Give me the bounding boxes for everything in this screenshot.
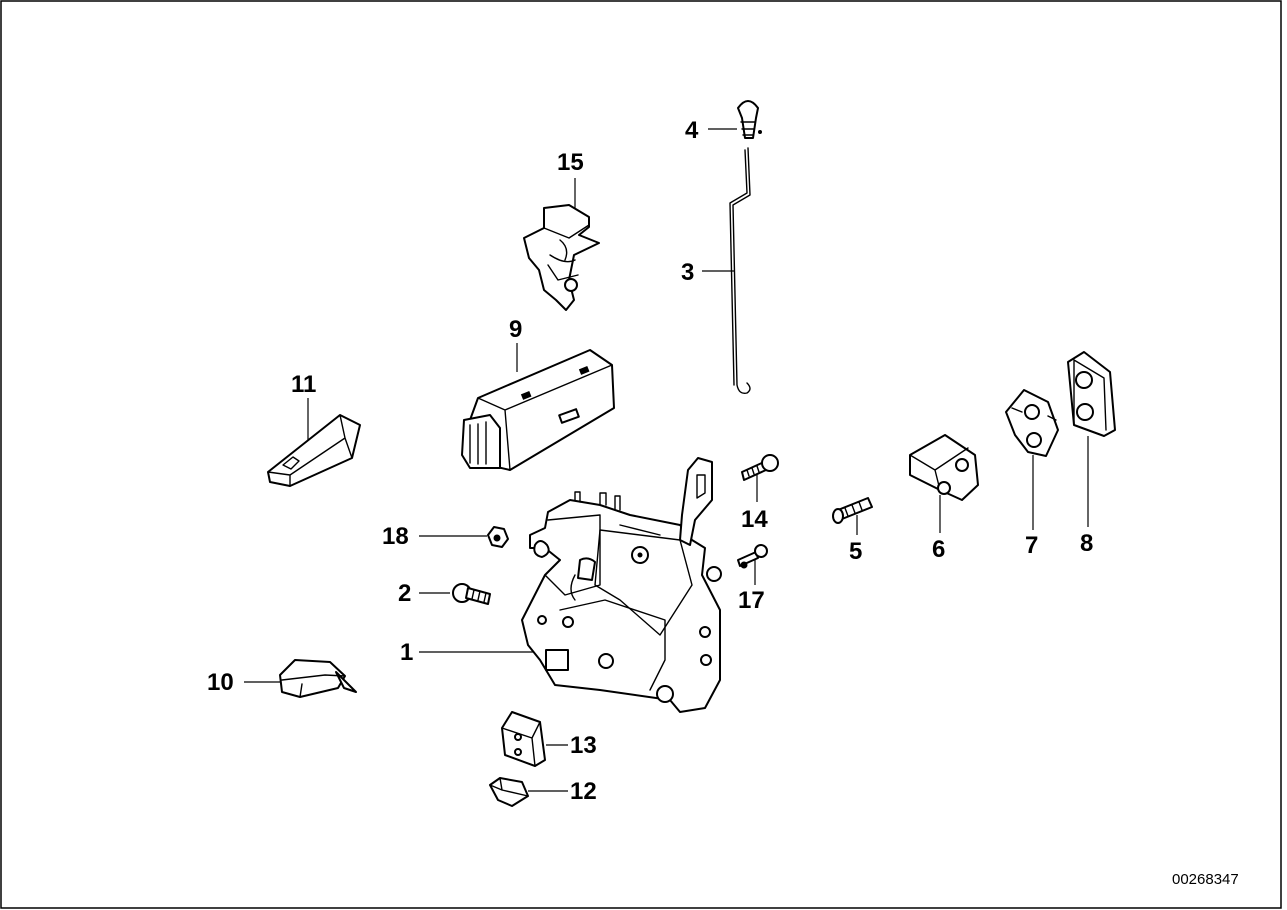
part-3-operating-rod bbox=[729, 147, 751, 395]
leader-lines bbox=[244, 128, 1089, 792]
part-12-small-clip bbox=[489, 777, 529, 807]
callout-3: 3 bbox=[681, 259, 694, 286]
callout-9: 9 bbox=[509, 316, 522, 343]
callout-2: 2 bbox=[398, 580, 411, 607]
callout-6: 6 bbox=[932, 536, 945, 563]
part-17-screw bbox=[737, 544, 768, 569]
part-18-nut bbox=[487, 526, 509, 548]
callout-4: 4 bbox=[685, 117, 699, 144]
callout-15: 15 bbox=[557, 149, 584, 176]
part-10-clip bbox=[279, 659, 357, 698]
part-1-door-lock bbox=[521, 457, 722, 713]
document-number: 00268347 bbox=[1172, 871, 1239, 888]
part-14-screw bbox=[741, 454, 779, 481]
callout-13: 13 bbox=[570, 732, 597, 759]
callout-18: 18 bbox=[382, 523, 409, 550]
part-4-rod-knob bbox=[737, 100, 762, 139]
part-8-shim-plate bbox=[1067, 351, 1116, 437]
callout-17: 17 bbox=[738, 587, 765, 614]
callout-12: 12 bbox=[570, 778, 597, 805]
part-11-wedge-cover bbox=[267, 414, 361, 487]
callout-8: 8 bbox=[1080, 530, 1093, 557]
callout-5: 5 bbox=[849, 538, 862, 565]
part-15-lever-bracket bbox=[523, 204, 600, 311]
callout-1: 1 bbox=[400, 639, 413, 666]
part-2-bolt bbox=[452, 583, 491, 605]
callout-7: 7 bbox=[1025, 532, 1038, 559]
callout-10: 10 bbox=[207, 669, 234, 696]
part-13-block bbox=[501, 711, 546, 767]
part-5-screw bbox=[832, 497, 873, 524]
part-6-striker bbox=[909, 434, 979, 501]
callout-14: 14 bbox=[741, 506, 768, 533]
callout-11: 11 bbox=[291, 371, 316, 398]
part-9-actuator-module bbox=[461, 349, 615, 471]
callout-labels: 4 15 3 9 11 14 5 6 7 8 18 17 2 1 10 13 1… bbox=[207, 117, 1093, 805]
part-7-striker-plate bbox=[1005, 389, 1059, 457]
